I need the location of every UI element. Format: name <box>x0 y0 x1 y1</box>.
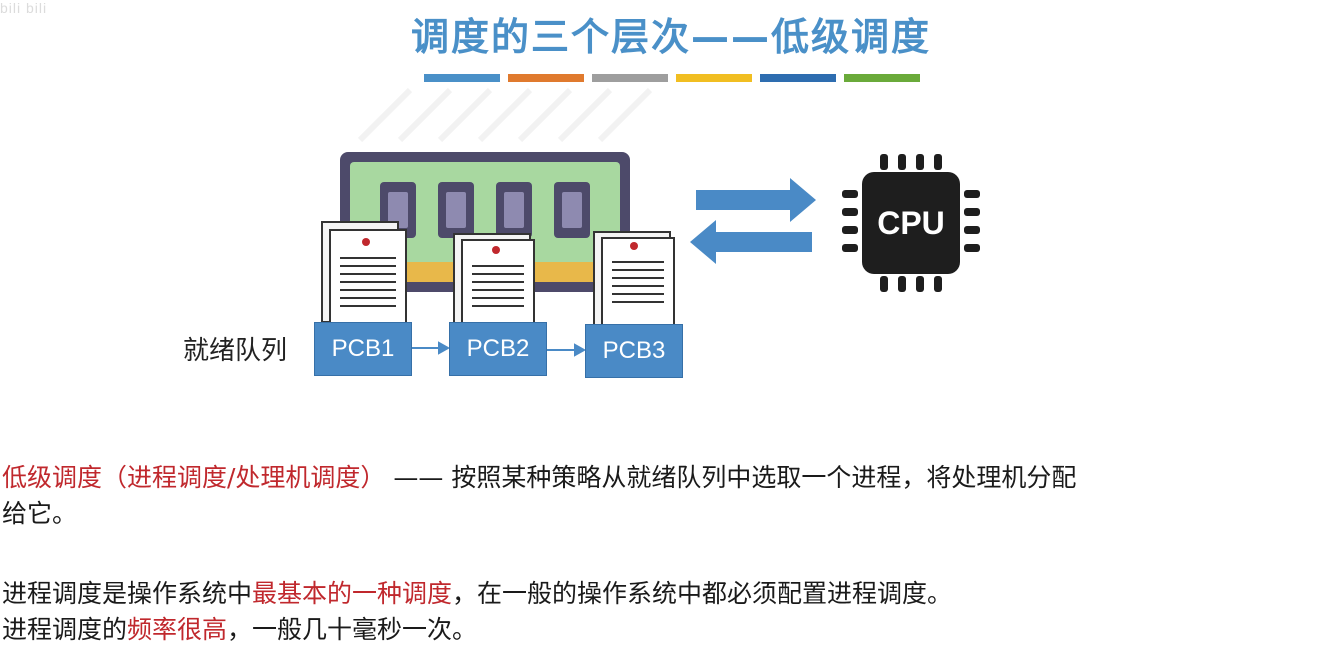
scheduling-diagram: CPU <box>321 87 980 357</box>
hatch-background <box>357 87 653 143</box>
queue-arrow-icon <box>547 343 587 357</box>
color-segment <box>760 74 836 82</box>
note-2-text-a: 进程调度的 <box>2 615 128 644</box>
arrow-left-icon <box>690 220 812 264</box>
note-1-highlight: 最基本的一种调度 <box>252 579 453 608</box>
watermark-logo: bili bili <box>0 0 48 16</box>
notes-paragraph: 进程调度是操作系统中最基本的一种调度，在一般的操作系统中都必须配置进程调度。 进… <box>2 576 952 648</box>
slide-title: 调度的三个层次——低级调度 <box>410 15 931 59</box>
arrow-right-icon <box>696 178 816 222</box>
definition-line-2: 给它。 <box>2 499 78 528</box>
definition-text: —— 按照某种策略从就绪队列中选取一个进程，将处理机分配 <box>393 463 1077 492</box>
definition-line-1: 低级调度（进程调度/处理机调度） —— 按照某种策略从就绪队列中选取一个进程，将… <box>2 460 1076 496</box>
cpu-chip-icon: CPU <box>842 154 980 292</box>
pcb-document-icon <box>453 233 535 331</box>
pcb-box-3: PCB3 <box>585 324 683 378</box>
definition-paragraph: 低级调度（进程调度/处理机调度） —— 按照某种策略从就绪队列中选取一个进程，将… <box>2 460 1076 532</box>
color-segment <box>676 74 752 82</box>
pcb-box-1: PCB1 <box>314 322 412 376</box>
cpu-label: CPU <box>877 205 945 241</box>
color-segment <box>508 74 584 82</box>
queue-arrow-icon <box>411 341 451 355</box>
note-line-2: 进程调度的频率很高，一般几十毫秒一次。 <box>2 612 952 648</box>
color-segment <box>844 74 920 82</box>
ram-module-icon <box>340 152 630 292</box>
pcb-document-icon <box>321 221 407 331</box>
note-2-highlight: 频率很高 <box>127 615 228 644</box>
note-2-text-b: ，一般几十毫秒一次。 <box>227 615 478 644</box>
note-1-text-a: 进程调度是操作系统中 <box>2 579 253 608</box>
note-1-text-b: ，在一般的操作系统中都必须配置进程调度。 <box>452 579 953 608</box>
definition-term: 低级调度（进程调度/处理机调度） <box>2 463 386 492</box>
ready-queue-label: 就绪队列 <box>183 336 288 366</box>
title-underline-color-bar <box>424 74 920 82</box>
color-segment <box>424 74 500 82</box>
pcb-document-icon <box>593 231 675 331</box>
pcb-box-2: PCB2 <box>449 322 547 376</box>
color-segment <box>592 74 668 82</box>
note-line-1: 进程调度是操作系统中最基本的一种调度，在一般的操作系统中都必须配置进程调度。 <box>2 576 952 612</box>
